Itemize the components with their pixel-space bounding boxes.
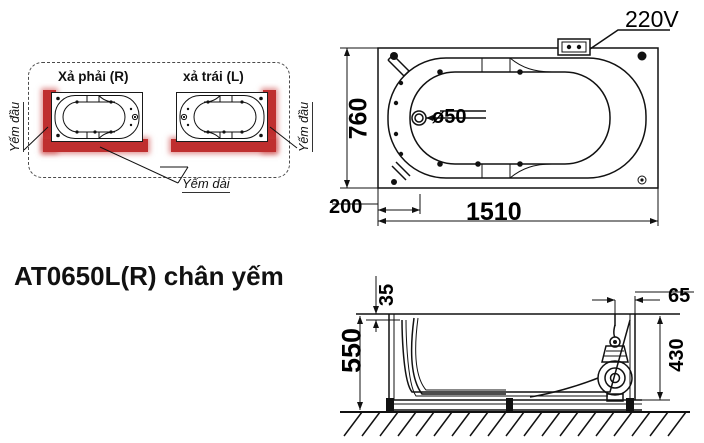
mini-tub-left-drain: [171, 90, 276, 152]
dimension-200: [332, 194, 421, 214]
dimension-1510: [377, 188, 659, 226]
dimension-430: [635, 316, 670, 401]
dimension-label-65: 65: [668, 285, 691, 307]
callout-long-skirt: Yếm dài: [182, 175, 230, 193]
dimension-label-1510: 1510: [466, 198, 522, 226]
dimension-label-430: 430: [666, 338, 688, 372]
mini-tub-outline: [176, 92, 268, 142]
mini-tub-long-skirt-highlight: [171, 139, 276, 152]
variant-label-left-drain: xả trái (L): [183, 69, 244, 84]
power-label-220v: 220V: [625, 6, 679, 32]
callout-long-skirt-label: Yếm dài: [182, 176, 230, 193]
dimension-label-550: 550: [336, 327, 367, 374]
dimension-label-760: 760: [344, 97, 373, 140]
detail-panel-leader-lines: [23, 126, 298, 184]
mini-tub-inner-drawing: [179, 95, 265, 139]
dimension-35: [366, 276, 400, 332]
dimension-label-200: 200: [329, 196, 363, 218]
mini-tub-right-drain: [43, 90, 148, 152]
variant-label-right-drain: Xả phải (R): [58, 69, 129, 84]
mini-tub-inner-drawing: [54, 95, 140, 139]
power-socket-icon: [557, 38, 591, 56]
variant-detail-panel: Xả phải (R) xả trái (L): [28, 62, 292, 180]
ground-hatching: [343, 411, 687, 437]
drain-outlet-icon: [411, 110, 427, 126]
overflow-fitting-icon: [391, 161, 411, 181]
bathtub-side-view-drawing: [340, 276, 694, 437]
mini-tub-outline: [51, 92, 143, 142]
dimension-550: [357, 316, 363, 410]
dimension-65: [592, 291, 694, 316]
dimension-760: [340, 47, 378, 189]
pump-motor-icon: [597, 336, 633, 402]
dimension-label-drain-diameter: ø50: [432, 106, 467, 128]
dimension-label-35: 35: [376, 283, 398, 307]
bathtub-top-view-drawing: [332, 29, 670, 226]
detail-panel-dashed-border: [28, 62, 290, 178]
product-title: AT0650L(R) chân yếm: [14, 261, 284, 291]
mini-tub-long-skirt-highlight: [43, 139, 148, 152]
faucet-fitting-icon: [387, 54, 410, 77]
